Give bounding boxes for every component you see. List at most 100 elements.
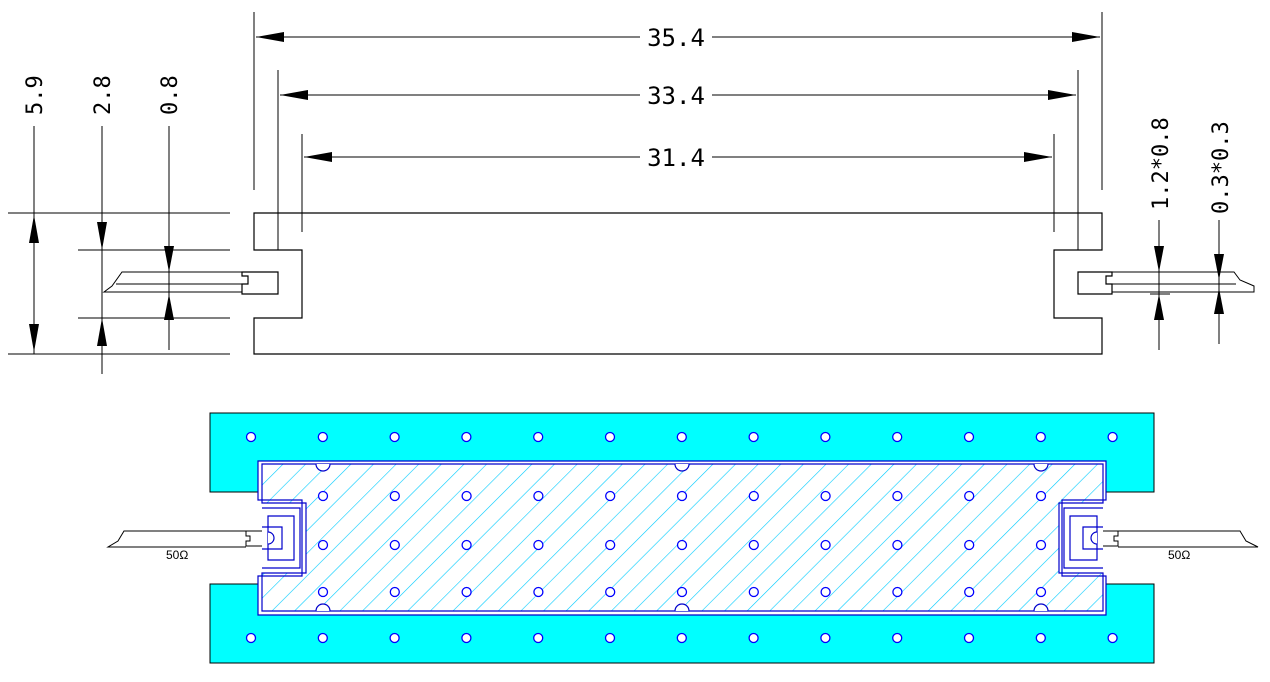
- via-hole: [605, 586, 616, 598]
- body-outline: [253, 212, 1103, 355]
- dim-inner-length: 31.4: [304, 144, 1052, 172]
- left-port-pad: [262, 526, 283, 550]
- via-hole: [892, 431, 903, 443]
- via-hole: [389, 539, 400, 551]
- layout-view: 50Ω 50Ω: [106, 412, 1259, 664]
- via-hole: [317, 632, 328, 644]
- via-hole: [317, 586, 329, 598]
- left-port-pocket: [262, 507, 301, 569]
- via-hole: [676, 539, 688, 551]
- via-hole: [892, 490, 903, 502]
- via-hole: [533, 632, 544, 644]
- via-hole: [892, 632, 903, 644]
- via-hole: [748, 539, 759, 551]
- hatched-body: [261, 463, 1104, 612]
- via-hole: [1107, 632, 1118, 644]
- via-hole: [676, 586, 688, 598]
- edge-half-via: [315, 603, 331, 612]
- side-view: 35.4 33.4 31.4 5.9: [8, 12, 1255, 374]
- right-feed-line: [1103, 530, 1259, 548]
- via-hole: [533, 490, 544, 502]
- via-hole: [748, 490, 759, 502]
- edge-half-via: [315, 463, 331, 472]
- via-hole: [1035, 586, 1047, 598]
- via-hole: [461, 539, 472, 551]
- via-hole: [964, 586, 975, 598]
- pin-height-label: 0.8: [158, 75, 183, 115]
- dim-pin-height: 0.8: [158, 75, 183, 350]
- left-slot-pin: [241, 271, 279, 295]
- via-hole: [317, 490, 329, 502]
- via-hole: [317, 539, 329, 551]
- right-lead: [1112, 271, 1255, 293]
- via-hole: [820, 586, 831, 598]
- dim-total-height: 5.9: [23, 75, 48, 354]
- via-hole: [963, 632, 975, 644]
- slot-height-label: 2.8: [91, 75, 116, 115]
- via-hole: [820, 539, 831, 551]
- via-hole: [605, 539, 616, 551]
- via-hole: [605, 490, 616, 502]
- via-hole: [676, 632, 687, 644]
- via-hole: [389, 431, 400, 443]
- via-hole: [1035, 431, 1046, 443]
- port-half-via: [1090, 531, 1098, 545]
- via-hole: [389, 490, 400, 502]
- right-port-pad: [1082, 526, 1103, 550]
- edge-half-via: [1033, 463, 1049, 472]
- via-hole: [748, 431, 759, 443]
- right-port-pocket: [1063, 507, 1103, 569]
- via-hole: [533, 539, 544, 551]
- right-impedance-label: 50Ω: [1168, 548, 1190, 562]
- via-hole: [533, 431, 544, 443]
- left-impedance-label: 50Ω: [166, 548, 188, 562]
- via-hole: [892, 539, 903, 551]
- body-outer-outline: [257, 460, 1107, 616]
- port-half-via: [267, 531, 275, 545]
- via-hole: [461, 490, 472, 502]
- via-hole: [461, 586, 472, 598]
- via-hole: [461, 431, 472, 443]
- edge-half-via: [1033, 603, 1049, 612]
- left-lead: [102, 271, 242, 293]
- via-hole: [245, 632, 257, 644]
- via-hole: [963, 431, 975, 443]
- via-hole: [1035, 539, 1047, 551]
- slot-size-label: 1.2*0.8: [1149, 117, 1174, 210]
- edge-half-via: [674, 463, 690, 472]
- via-hole: [676, 490, 688, 502]
- via-hole: [1107, 431, 1118, 443]
- via-hole: [964, 490, 975, 502]
- via-hole: [676, 431, 687, 443]
- via-hole: [820, 632, 831, 644]
- via-grid: [245, 431, 1118, 644]
- via-hole: [389, 586, 400, 598]
- via-hole: [820, 431, 831, 443]
- via-hole: [892, 586, 903, 598]
- left-feed-line: [106, 530, 262, 548]
- total-height-label: 5.9: [23, 75, 48, 115]
- edge-half-via: [674, 603, 690, 612]
- via-hole: [533, 586, 544, 598]
- via-hole: [748, 586, 759, 598]
- right-slot-pin: [1077, 271, 1113, 295]
- via-hole: [964, 539, 975, 551]
- dim-middle-length: 33.4: [280, 82, 1076, 110]
- dim-slot-size: 1.2*0.8: [1149, 117, 1174, 350]
- dim-overall-length: 35.4: [256, 24, 1100, 52]
- dim-slot-height: 2.8: [91, 75, 116, 374]
- dim-pin-size: 0.3*0.3: [1209, 121, 1234, 344]
- via-hole: [245, 431, 257, 443]
- overall-length-label: 35.4: [647, 24, 705, 52]
- via-hole: [1035, 490, 1047, 502]
- via-hole: [389, 632, 400, 644]
- via-hole: [820, 490, 831, 502]
- inner-length-label: 31.4: [647, 144, 705, 172]
- pin-size-label: 0.3*0.3: [1209, 121, 1234, 214]
- via-hole: [461, 632, 472, 644]
- middle-length-label: 33.4: [647, 82, 705, 110]
- via-hole: [748, 632, 759, 644]
- via-hole: [604, 431, 616, 443]
- via-hole: [1035, 632, 1046, 644]
